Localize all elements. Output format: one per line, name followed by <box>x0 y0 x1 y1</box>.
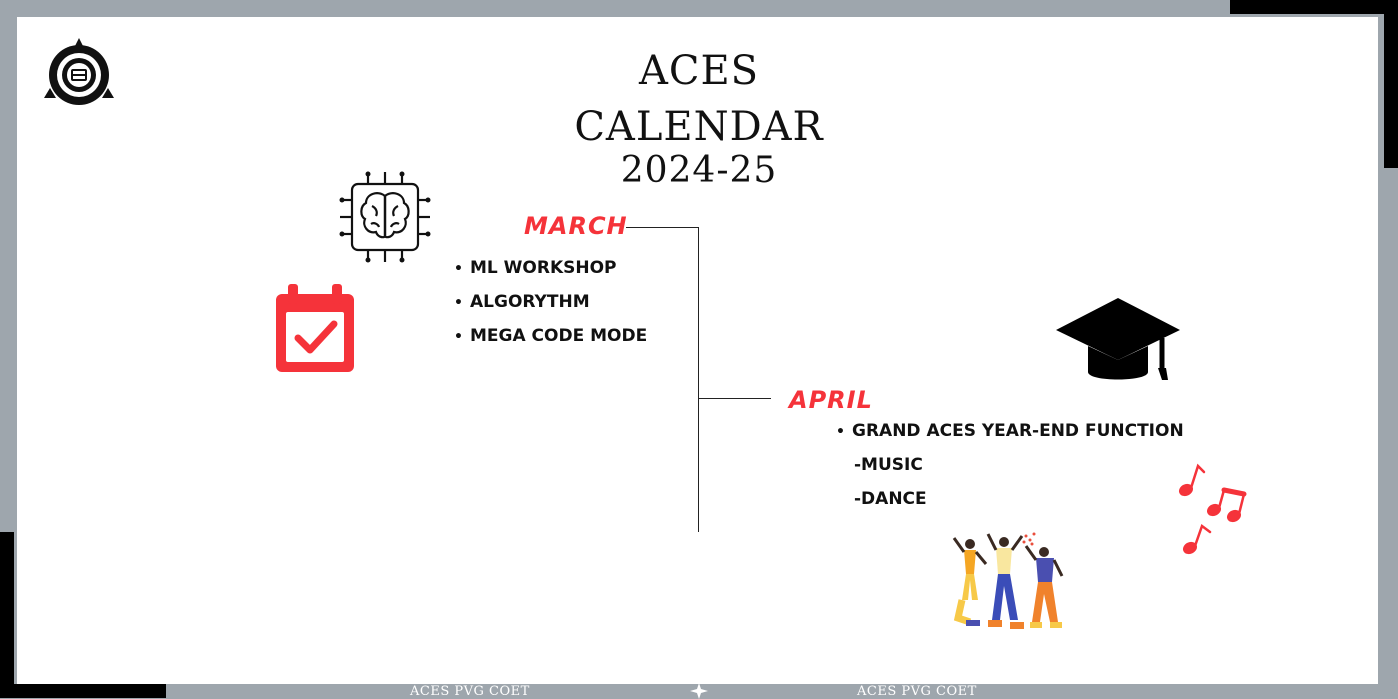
timeline-connector-march <box>626 227 699 228</box>
slide-canvas <box>17 17 1378 684</box>
title-line-2: CALENDAR <box>574 104 824 150</box>
list-item: •MEGA CODE MODE <box>454 326 648 346</box>
list-item: •GRAND ACES YEAR-END FUNCTION <box>836 421 1184 441</box>
list-item: •ML WORKSHOP <box>454 258 617 278</box>
footer-right-text: ACES PVG COET <box>857 684 977 699</box>
list-sub-item: -MUSIC <box>854 455 923 475</box>
frame-corner-bottom-left <box>0 532 14 698</box>
frame-corner-top-right-vertical <box>1384 0 1398 168</box>
title-line-1: ACES <box>638 48 760 94</box>
list-item: •ALGORYTHM <box>454 292 590 312</box>
month-april-label: APRIL <box>789 386 873 414</box>
timeline-connector-april <box>698 398 771 399</box>
april-events-list: •GRAND ACES YEAR-END FUNCTION -MUSIC -DA… <box>836 414 1184 516</box>
star-icon <box>690 683 708 699</box>
aces-logo-icon <box>44 38 114 105</box>
frame-corner-bottom-left-horizontal <box>0 684 166 698</box>
graduation-cap-icon <box>1056 298 1180 380</box>
calendar-check-icon <box>276 284 354 372</box>
title-year: 2024-25 <box>620 150 778 191</box>
month-march-label: MARCH <box>524 212 628 240</box>
music-notes-icon <box>1178 463 1247 555</box>
frame-corner-top-right <box>1230 0 1398 14</box>
brain-chip-icon <box>339 171 431 263</box>
timeline-vertical-line <box>698 227 699 532</box>
footer-left-text: ACES PVG COET <box>410 684 530 699</box>
dancers-illustration <box>952 532 1064 629</box>
list-sub-item: -DANCE <box>854 489 927 509</box>
march-events-list: •ML WORKSHOP •ALGORYTHM •MEGA CODE MODE <box>454 251 647 353</box>
